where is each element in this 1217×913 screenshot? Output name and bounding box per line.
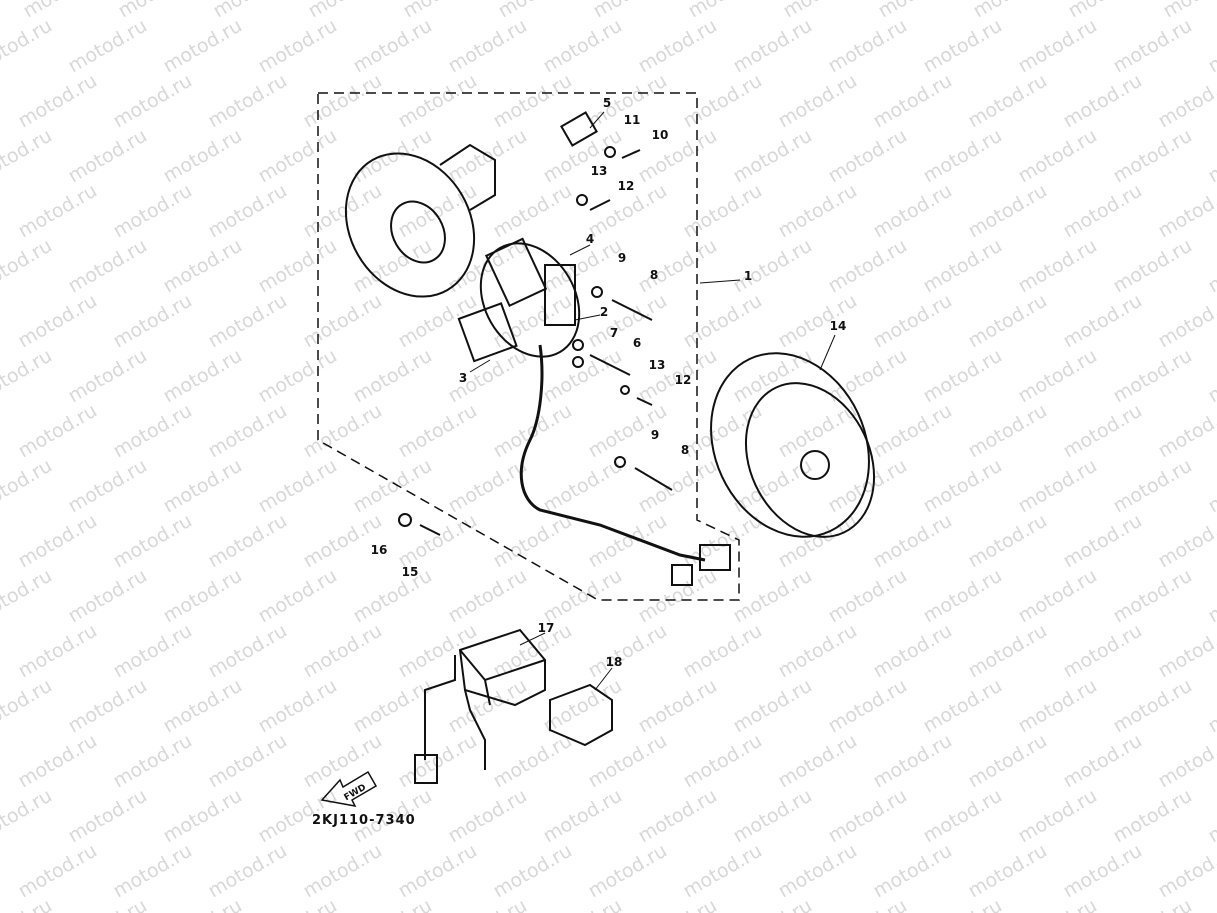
callout-4: 4 [585,232,595,246]
fasteners [398,146,673,536]
callout-16: 16 [370,543,388,557]
callout-10: 10 [651,128,669,142]
stator-coil-assembly [457,237,581,363]
flywheel-rotor [710,352,876,538]
connector [671,564,693,586]
callout-8: 8 [680,443,690,457]
callout-12: 12 [617,179,635,193]
callout-9: 9 [617,251,627,265]
callout-14: 14 [829,319,847,333]
callout-11: 11 [623,113,641,127]
callout-2: 2 [599,305,609,319]
callout-1: 1 [743,269,753,283]
stator-base-plate [344,143,496,298]
callout-13: 13 [590,164,608,178]
callout-15: 15 [401,565,419,579]
callout-3: 3 [458,371,468,385]
callout-7: 7 [609,326,619,340]
pickup-coil [560,111,598,147]
callout-8: 8 [649,268,659,282]
callout-5: 5 [602,96,612,110]
rubber-cover [549,683,613,747]
assembly-boundary [317,92,740,601]
fwd-label: FWD [343,783,368,803]
callout-13: 13 [648,358,666,372]
callout-12: 12 [674,373,692,387]
callout-17: 17 [537,621,555,635]
callout-9: 9 [650,428,660,442]
callout-18: 18 [605,655,623,669]
diagram-code: 2KJ110-7340 [312,813,416,828]
fwd-arrow-icon [320,770,378,808]
leader-lines [469,111,836,691]
connector [699,544,731,571]
callout-6: 6 [632,336,642,350]
wire-harness [519,344,706,562]
cdi-unit [414,628,546,784]
